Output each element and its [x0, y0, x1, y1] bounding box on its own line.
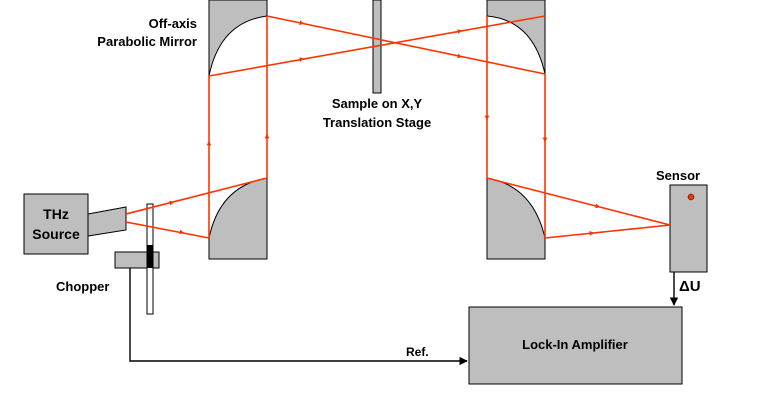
lock-in-amplifier-label: Lock-In Amplifier — [522, 337, 628, 352]
thz-source-box — [23, 193, 89, 255]
sensor-dot — [687, 193, 695, 201]
mirror-top-left — [208, 0, 268, 77]
delta-u-label: ΔU — [679, 278, 701, 295]
ref-label: Ref. — [406, 345, 429, 359]
sensor-icon — [669, 184, 708, 273]
chopper-blade — [147, 245, 153, 268]
thz-source-horn-icon — [87, 206, 127, 237]
sample-label-line1: Sample on X,Y — [332, 96, 423, 111]
chopper-label: Chopper — [56, 279, 109, 294]
source-label-line2: Source — [32, 226, 80, 242]
lock-in-amplifier-box — [468, 306, 683, 385]
source-label-line1: THz — [43, 206, 69, 222]
reference-signal-line — [129, 268, 468, 366]
beam-direction-arrows — [169, 20, 601, 236]
mirror-label-line2: Parabolic Mirror — [97, 34, 197, 49]
sample-label-line2: Translation Stage — [323, 115, 431, 130]
mirror-label-line1: Off-axis — [149, 16, 197, 31]
sensor-label: Sensor — [656, 168, 700, 183]
thz-beam — [125, 15, 671, 239]
